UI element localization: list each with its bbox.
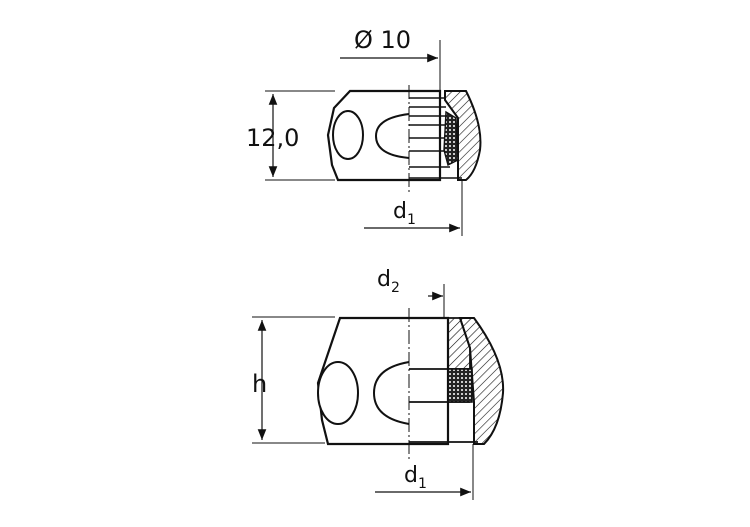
d1-label: d1 (393, 199, 416, 228)
top-view: Ø 10 12,0 d1 (246, 26, 482, 236)
diameter-label: Ø 10 (354, 26, 411, 54)
d1-label: d1 (404, 463, 427, 492)
h-label: h (252, 370, 267, 398)
d2-label: d2 (377, 267, 400, 296)
height-label: 12,0 (246, 124, 299, 152)
bottom-view: d2 h d1 (252, 267, 505, 500)
